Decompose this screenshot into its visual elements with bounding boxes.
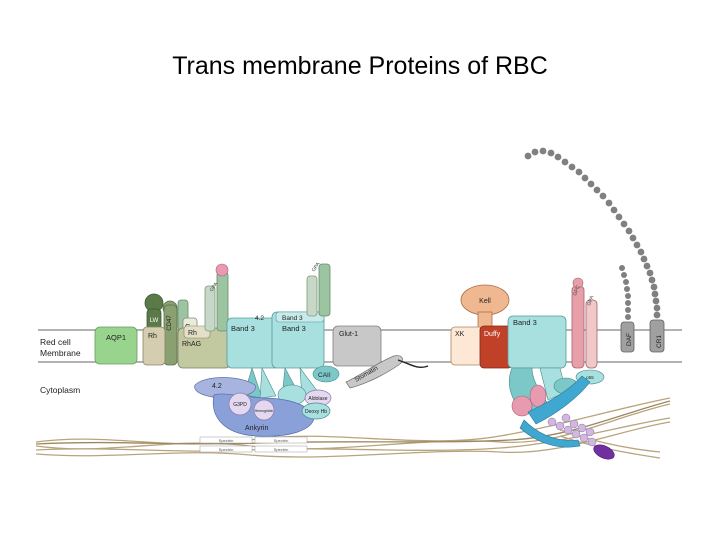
cd47-label: CD47 [167,315,173,331]
band3-right-label: Band 3 [513,318,537,327]
rh-complex-label: Rh [188,330,197,337]
deoxy-hb-label: Deoxy Hb [305,409,327,415]
cytoplasm-label: Cytoplasm [40,385,80,395]
protein41-label: 4.1 [555,426,564,434]
cr1-protein: CR1 [524,147,665,353]
kell-label: Kell [479,298,491,305]
glut1-label: Glut-1 [339,331,358,338]
slide-title: Trans membrane Proteins of RBC [172,52,548,80]
glycophorin-stalks-middle: GPA [306,261,331,317]
spectrin-label-1: Spectrin [219,438,234,443]
band3-top-label: Band 3 [282,315,303,322]
rhag-label: RhAG [182,341,201,348]
cr1-label: CR1 [656,335,663,348]
gpa-label: GPA [586,294,595,306]
duffy-protein: Duffy [479,325,513,369]
band3-label-b: Band 3 [282,324,306,333]
gpc-label: GPC [572,284,581,297]
band3-cytoplasmic-domains [243,366,319,406]
g3pd-label: G3PD [233,402,247,408]
xk-protein: XK [450,326,484,366]
membrane-label-line2: Membrane [40,348,81,358]
caii-label: CAII [318,372,331,379]
spectrin-label-3: Spectrin [219,447,234,452]
glycolytic-enzymes: G3PD Hemoglobin Aldolase Deoxy Hb [228,389,332,421]
glycophorin-stalks-left: GPA [204,263,229,332]
band3-dimer-left: Band 3 Band 3 Band 3 4.2 [226,311,325,369]
rh-protein: Rh [142,326,166,366]
duffy-label: Duffy [484,331,501,338]
rhag-complex: Rh RhAG [177,325,231,369]
xk-label: XK [455,331,465,338]
lw-label: LW [150,318,159,324]
spectrin-label-2: Spectrin [274,438,289,443]
junctional-complex: p55 4.1 [508,367,615,460]
band3-right: Band 3 [507,315,567,369]
daf-protein: DAF [619,265,635,353]
caii-protein: CAII [312,365,340,383]
spectrin-label-4: Spectrin [274,447,289,452]
ankyrin-label: Ankyrin [245,425,268,432]
aqp1-label: AQP1 [106,333,126,342]
p55-label: p55 [586,375,594,380]
rh-label: Rh [148,333,157,340]
svg-text:GPA: GPA [209,281,220,293]
kell-protein: Kell [460,284,510,331]
aqp1-protein: AQP1 [94,326,138,365]
spectrin-labels: Spectrin Spectrin Spectrin Spectrin [199,436,308,453]
band3-label-a: Band 3 [231,324,255,333]
glut1-protein: Glut-1 [332,325,382,367]
aldolase-label: Aldolase [308,396,327,402]
glycophorin-stalks-right: GPC GPA [571,277,598,369]
band3-top-label-42: 4.2 [255,315,264,322]
daf-label: DAF [626,333,633,346]
protein42-label: 4.2 [212,383,222,390]
cd47-protein: CD47 [162,300,178,366]
lw-protein: LW [144,293,164,332]
hemoglobin-label: Hemoglobin [255,409,274,413]
svg-text:GPA: GPA [311,261,322,273]
membrane-label-line1: Red cell [40,337,71,347]
